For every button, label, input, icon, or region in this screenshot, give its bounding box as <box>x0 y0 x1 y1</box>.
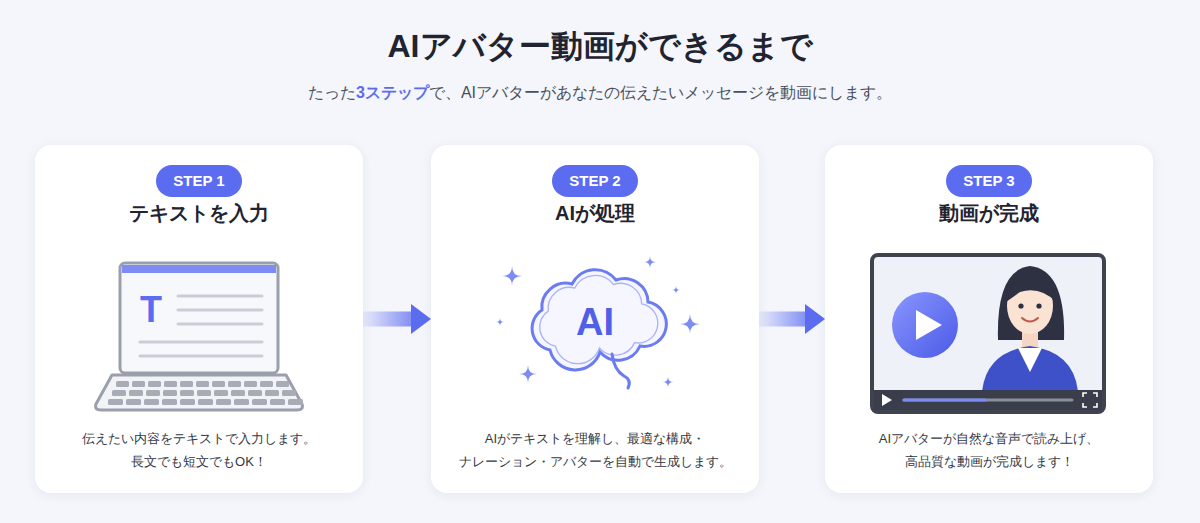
step-badge: STEP 1 <box>156 165 241 197</box>
keyboard-key <box>116 381 129 387</box>
subtitle-text: たった <box>308 84 356 101</box>
subtitle-text: で、AIアバターがあなたの伝えたいメッセージを動画にします。 <box>429 84 892 101</box>
step-badge: STEP 2 <box>552 165 637 197</box>
step-description: AIアバターが自然な音声で読み上げ、 高品質な動画が完成します！ <box>839 427 1139 473</box>
keyboard-key <box>129 390 143 396</box>
keyboard-key <box>216 399 231 405</box>
step-heading: AIが処理 <box>431 199 759 227</box>
keyboard-key <box>163 390 177 396</box>
step-card: テキストを入力伝えたい内容をテキストで入力します。 長文でも短文でもOK！ STE… <box>35 145 363 493</box>
flow-arrow <box>759 312 805 327</box>
keyboard-key <box>260 381 273 387</box>
keyboard-key <box>228 381 241 387</box>
keyboard-key <box>198 399 213 405</box>
keyboard-key <box>288 399 303 405</box>
keyboard-key <box>265 390 279 396</box>
laptop-illustration <box>96 263 303 410</box>
keyboard-key <box>234 399 249 405</box>
highlight-text: 3ステップ <box>356 84 429 101</box>
keyboard-key <box>108 399 123 405</box>
flow-arrow <box>363 312 411 327</box>
keyboard-key <box>180 381 193 387</box>
step-label: STEP 3 <box>946 165 1031 197</box>
keyboard-key <box>162 399 177 405</box>
step-description: 伝えたい内容をテキストで入力します。 長文でも短文でもOK！ <box>49 427 349 473</box>
keyboard-key <box>132 381 145 387</box>
keyboard-key <box>180 399 195 405</box>
keyboard-key <box>197 390 211 396</box>
keyboard-key <box>148 381 161 387</box>
step-heading: 動画が完成 <box>825 199 1153 227</box>
header: AIアバター動画ができるまで たった3ステップで、AIアバターがあなたの伝えたい… <box>0 0 1200 105</box>
keyboard-key <box>180 390 194 396</box>
keyboard-key <box>231 390 245 396</box>
keyboard-key <box>244 381 257 387</box>
keyboard-key <box>164 381 177 387</box>
keyboard-key <box>248 390 262 396</box>
keyboard-key <box>144 399 159 405</box>
keyboard-key <box>126 399 141 405</box>
step-description: AIがテキストを理解し、最適な構成・ ナレーション・アバターを自動で生成します。 <box>445 427 745 473</box>
page-title: AIアバター動画ができるまで <box>0 0 1200 68</box>
icon-letter: T <box>140 292 162 328</box>
step-label: STEP 1 <box>156 165 241 197</box>
step-badge: STEP 3 <box>946 165 1031 197</box>
icon-letter: AI <box>576 303 614 341</box>
keyboard-key <box>196 381 209 387</box>
subtitle: たった3ステップで、AIアバターがあなたの伝えたいメッセージを動画にします。 <box>0 81 1200 105</box>
step-card: 動画が完成 AIアバターが自然な音声で読み上げ、 高品質な動画が完成します！ STE… <box>825 145 1153 493</box>
keyboard-key <box>276 381 289 387</box>
keyboard-key <box>252 399 267 405</box>
keyboard-key <box>282 390 296 396</box>
keyboard-key <box>212 381 225 387</box>
step-heading: テキストを入力 <box>35 199 363 227</box>
keyboard-key <box>146 390 160 396</box>
step-label: STEP 2 <box>552 165 637 197</box>
step-card: AIが処理 AIがテキストを理解し、最適な構成・ ナレーション・アバターを自動で生… <box>431 145 759 493</box>
keyboard-key <box>214 390 228 396</box>
keyboard-key <box>112 390 126 396</box>
keyboard-key <box>270 399 285 405</box>
video-player-illustration <box>872 255 1104 412</box>
ai-brain-illustration <box>496 256 700 388</box>
